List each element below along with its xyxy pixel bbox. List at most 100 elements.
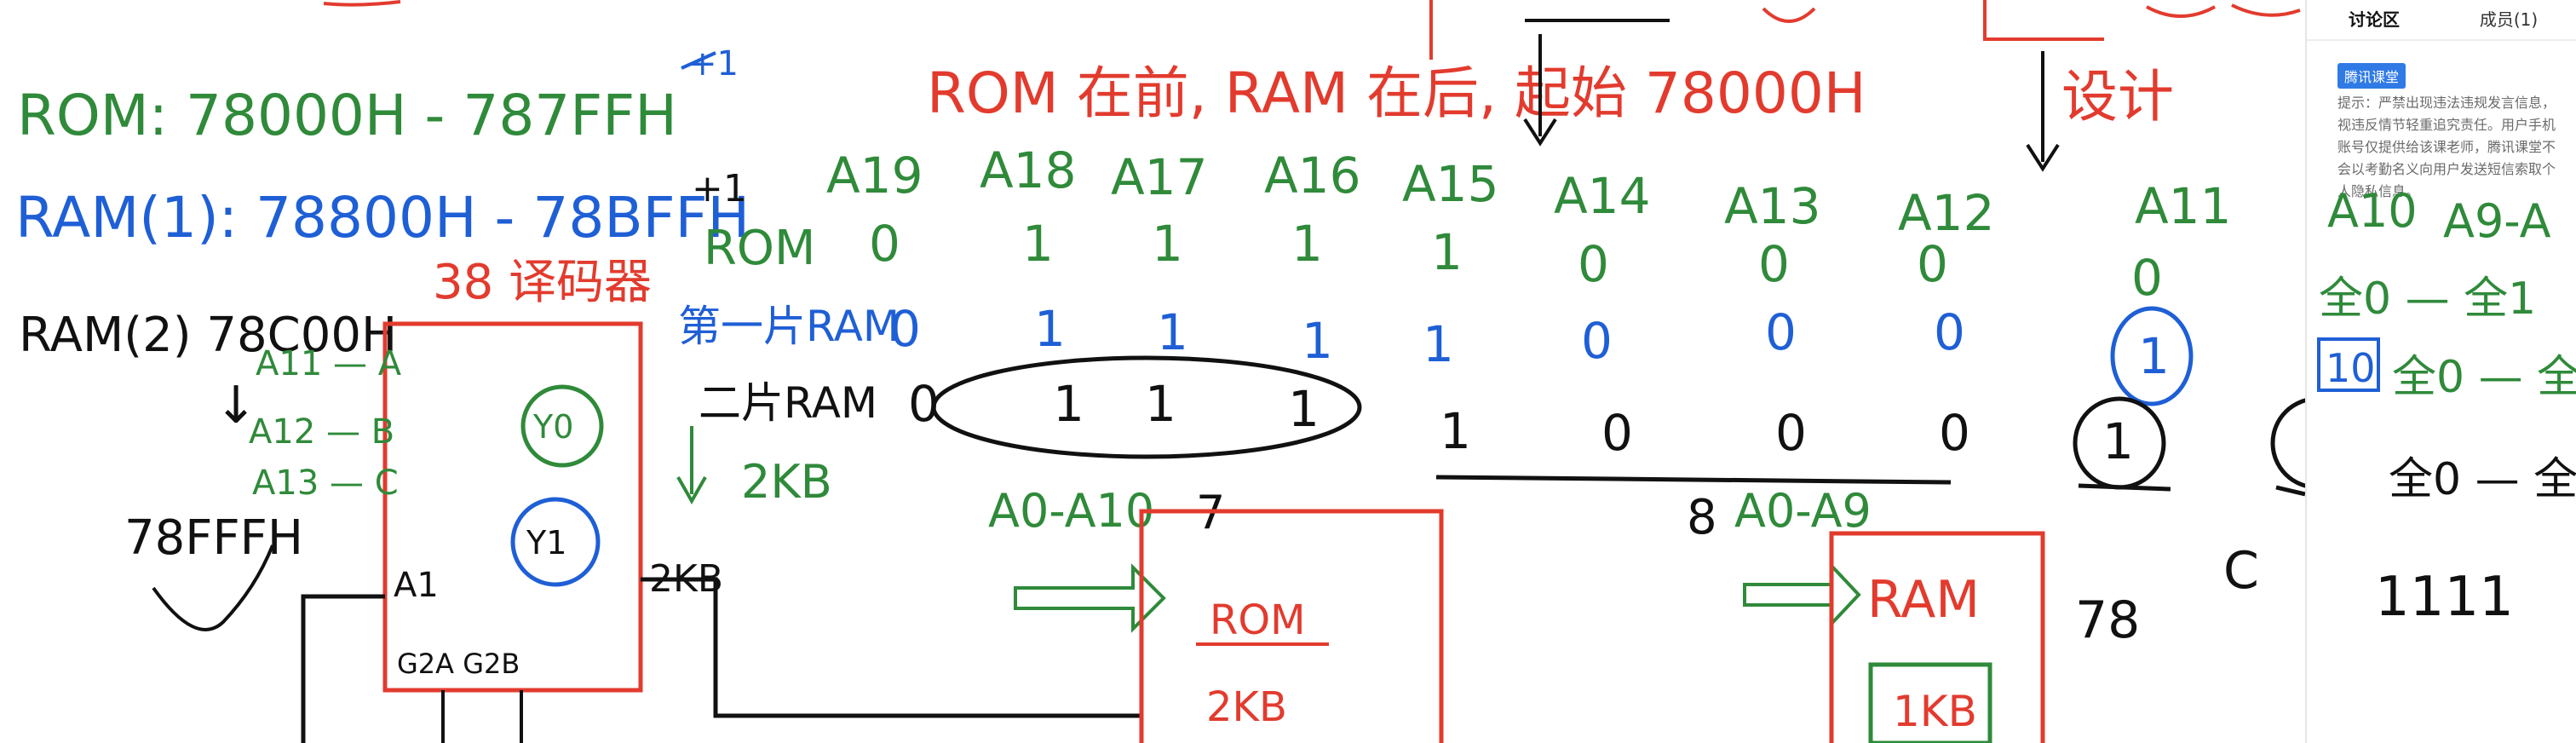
- decoder-y0-circle: [520, 384, 604, 468]
- tab-members[interactable]: 成员(1): [2479, 9, 2539, 30]
- col-a16: A16: [1264, 147, 1360, 204]
- svg-text:1: 1: [1053, 375, 1084, 433]
- ram1-plus-text: +1: [692, 167, 747, 210]
- col-a18: A18: [980, 141, 1076, 199]
- decoder-y0-label: Y0: [532, 408, 573, 446]
- decoder-wire-bottom: [441, 690, 523, 743]
- ram2-end-text: 78FFFH: [124, 510, 303, 566]
- letter-c-label: C: [2223, 541, 2259, 601]
- rom-chip-size: 2KB: [1206, 683, 1287, 731]
- rom-range-text: ROM: 78000H - 787FFH: [17, 83, 677, 148]
- ram1-a11-circle: [2110, 306, 2194, 406]
- right-q1-label: 全0 — 全1: [2319, 274, 2536, 325]
- row-ram2-label: 二片RAM: [699, 378, 877, 428]
- rom-plus-text: +1: [688, 44, 739, 84]
- svg-text:0: 0: [1765, 303, 1797, 361]
- heading-arrow-2: [2026, 51, 2060, 172]
- svg-text:0: 0: [1601, 404, 1633, 462]
- right-q3-label: 全0 — 全1: [2389, 454, 2576, 505]
- top-clipped-strokes: [323, 0, 2301, 60]
- rom-chip-label: ROM: [1210, 596, 1306, 644]
- svg-text:1: 1: [1152, 215, 1183, 273]
- ram2-check-stroke: [152, 544, 274, 631]
- row-rom-bits: 0 1 1 1 1 0 0 0 0: [869, 215, 2163, 307]
- svg-text:0: 0: [1917, 235, 1948, 293]
- ram1-range-text: RAM(1): 78800H - 78BFFH: [15, 185, 750, 251]
- rom-chip-box: [1139, 509, 1444, 743]
- ram2-a11-underline: [2078, 483, 2171, 492]
- decoder-wire-right: [641, 577, 1141, 718]
- svg-text:1: 1: [2138, 327, 2170, 385]
- discussion-panel: 讨论区 成员(1) 腾讯课堂 提示：严禁出现违法违规发言信息，视违反情节轻重追究…: [2305, 0, 2576, 743]
- ram2-start-text: RAM(2) 78C00H: [19, 308, 397, 363]
- decoder-y1-label: Y1: [526, 524, 566, 562]
- design-label: 设计: [2061, 64, 2174, 130]
- decoder-input-b: A12 — B: [249, 412, 394, 452]
- row-ram2-bits: 0 1 1 1 1 0 0 0 1: [908, 375, 2134, 470]
- right-q2-label: 全0 — 全1: [2392, 352, 2576, 403]
- svg-text:0: 0: [1578, 235, 1609, 293]
- right-boxed-frame: [2317, 337, 2380, 392]
- col-a11: A11: [2135, 177, 2231, 235]
- svg-text:1: 1: [1022, 215, 1054, 273]
- seventy-eight-label: 78: [2075, 590, 2140, 650]
- decoder-title: 38 译码器: [433, 255, 652, 310]
- ram-chip-size: 1KB: [1893, 687, 1977, 736]
- decoder-y1-circle: [510, 497, 601, 587]
- ram2-underline: [1435, 475, 1952, 485]
- decoder-a1-label: A1: [394, 566, 439, 605]
- a0-a10-label: A0-A10: [988, 484, 1154, 538]
- ram-chip-inner-box: [1868, 662, 1992, 743]
- notice-badge: 腾讯课堂: [2337, 63, 2406, 89]
- ram-arrow: [1743, 561, 1861, 629]
- tab-discussion[interactable]: 讨论区: [2349, 9, 2400, 30]
- ram-chip-label: RAM: [1867, 570, 1980, 630]
- a0-a9-label: A0-A9: [1734, 484, 1872, 538]
- whiteboard-canvas[interactable]: ROM: 78000H - 787FFH +1 RAM(1): 78800H -…: [0, 0, 2305, 743]
- notice-text: 提示：严禁出现违法违规发言信息，视违反情节轻重追究责任。用户手机账号仅提供给该课…: [2337, 95, 2556, 199]
- svg-text:1: 1: [1291, 215, 1323, 273]
- decoder-g-label: G2A G2B: [397, 648, 520, 680]
- svg-text:1: 1: [1034, 300, 1066, 358]
- svg-text:0: 0: [1758, 235, 1790, 293]
- rom-plus-arrow: [681, 51, 716, 70]
- ram2-a10-circle: [2270, 398, 2305, 488]
- rom-arrow: [1014, 563, 1166, 633]
- decoder-wire-left: [301, 594, 385, 743]
- decoder-input-a: A11 — A: [256, 344, 402, 383]
- svg-text:1: 1: [1302, 312, 1333, 370]
- svg-text:1: 1: [1423, 315, 1454, 373]
- ram2-arrow-text: ↓: [215, 376, 257, 435]
- ink-layer: ROM: 78000H - 787FFH +1 RAM(1): 78800H -…: [15, 0, 2305, 743]
- col-a12: A12: [1898, 184, 1994, 242]
- row-ram1-bits: 0 1 1 1 1 0 0 0 1: [889, 300, 2170, 385]
- col-a14: A14: [1554, 167, 1650, 225]
- size-2kb-b: 2KB: [741, 455, 832, 509]
- svg-text:1: 1: [1145, 375, 1176, 433]
- size-2kb-arrow: [676, 426, 707, 505]
- svg-text:0: 0: [869, 215, 900, 273]
- col-a17: A17: [1111, 148, 1207, 206]
- svg-text:0: 0: [1581, 312, 1613, 370]
- svg-text:0: 0: [1934, 303, 1965, 361]
- panel-tab-bar: 讨论区 成员(1): [2307, 0, 2576, 41]
- ram2-a10-underline: [2275, 485, 2305, 497]
- svg-text:1: 1: [1431, 223, 1463, 281]
- svg-text:0: 0: [1775, 404, 1807, 462]
- svg-text:1: 1: [1157, 303, 1188, 361]
- ram2-prefix-ellipse: [931, 355, 1362, 459]
- row-ram1-label: 第一片RAM: [678, 302, 900, 351]
- row-rom-label: ROM: [704, 221, 815, 276]
- svg-text:0: 0: [889, 300, 921, 358]
- svg-text:1: 1: [1288, 380, 1320, 438]
- right-bars-label: 1111: [2375, 566, 2514, 629]
- right-boxed-label: 10: [2326, 345, 2376, 391]
- col-a13: A13: [1724, 177, 1820, 235]
- decoder-box: [382, 321, 643, 693]
- col-a15: A15: [1402, 155, 1498, 213]
- heading-top: ROM 在前, RAM 在后, 起始 78000H: [927, 60, 1866, 126]
- eight-label: 8: [1687, 490, 1717, 545]
- svg-text:0: 0: [2131, 249, 2163, 307]
- col-a19: A19: [826, 147, 923, 204]
